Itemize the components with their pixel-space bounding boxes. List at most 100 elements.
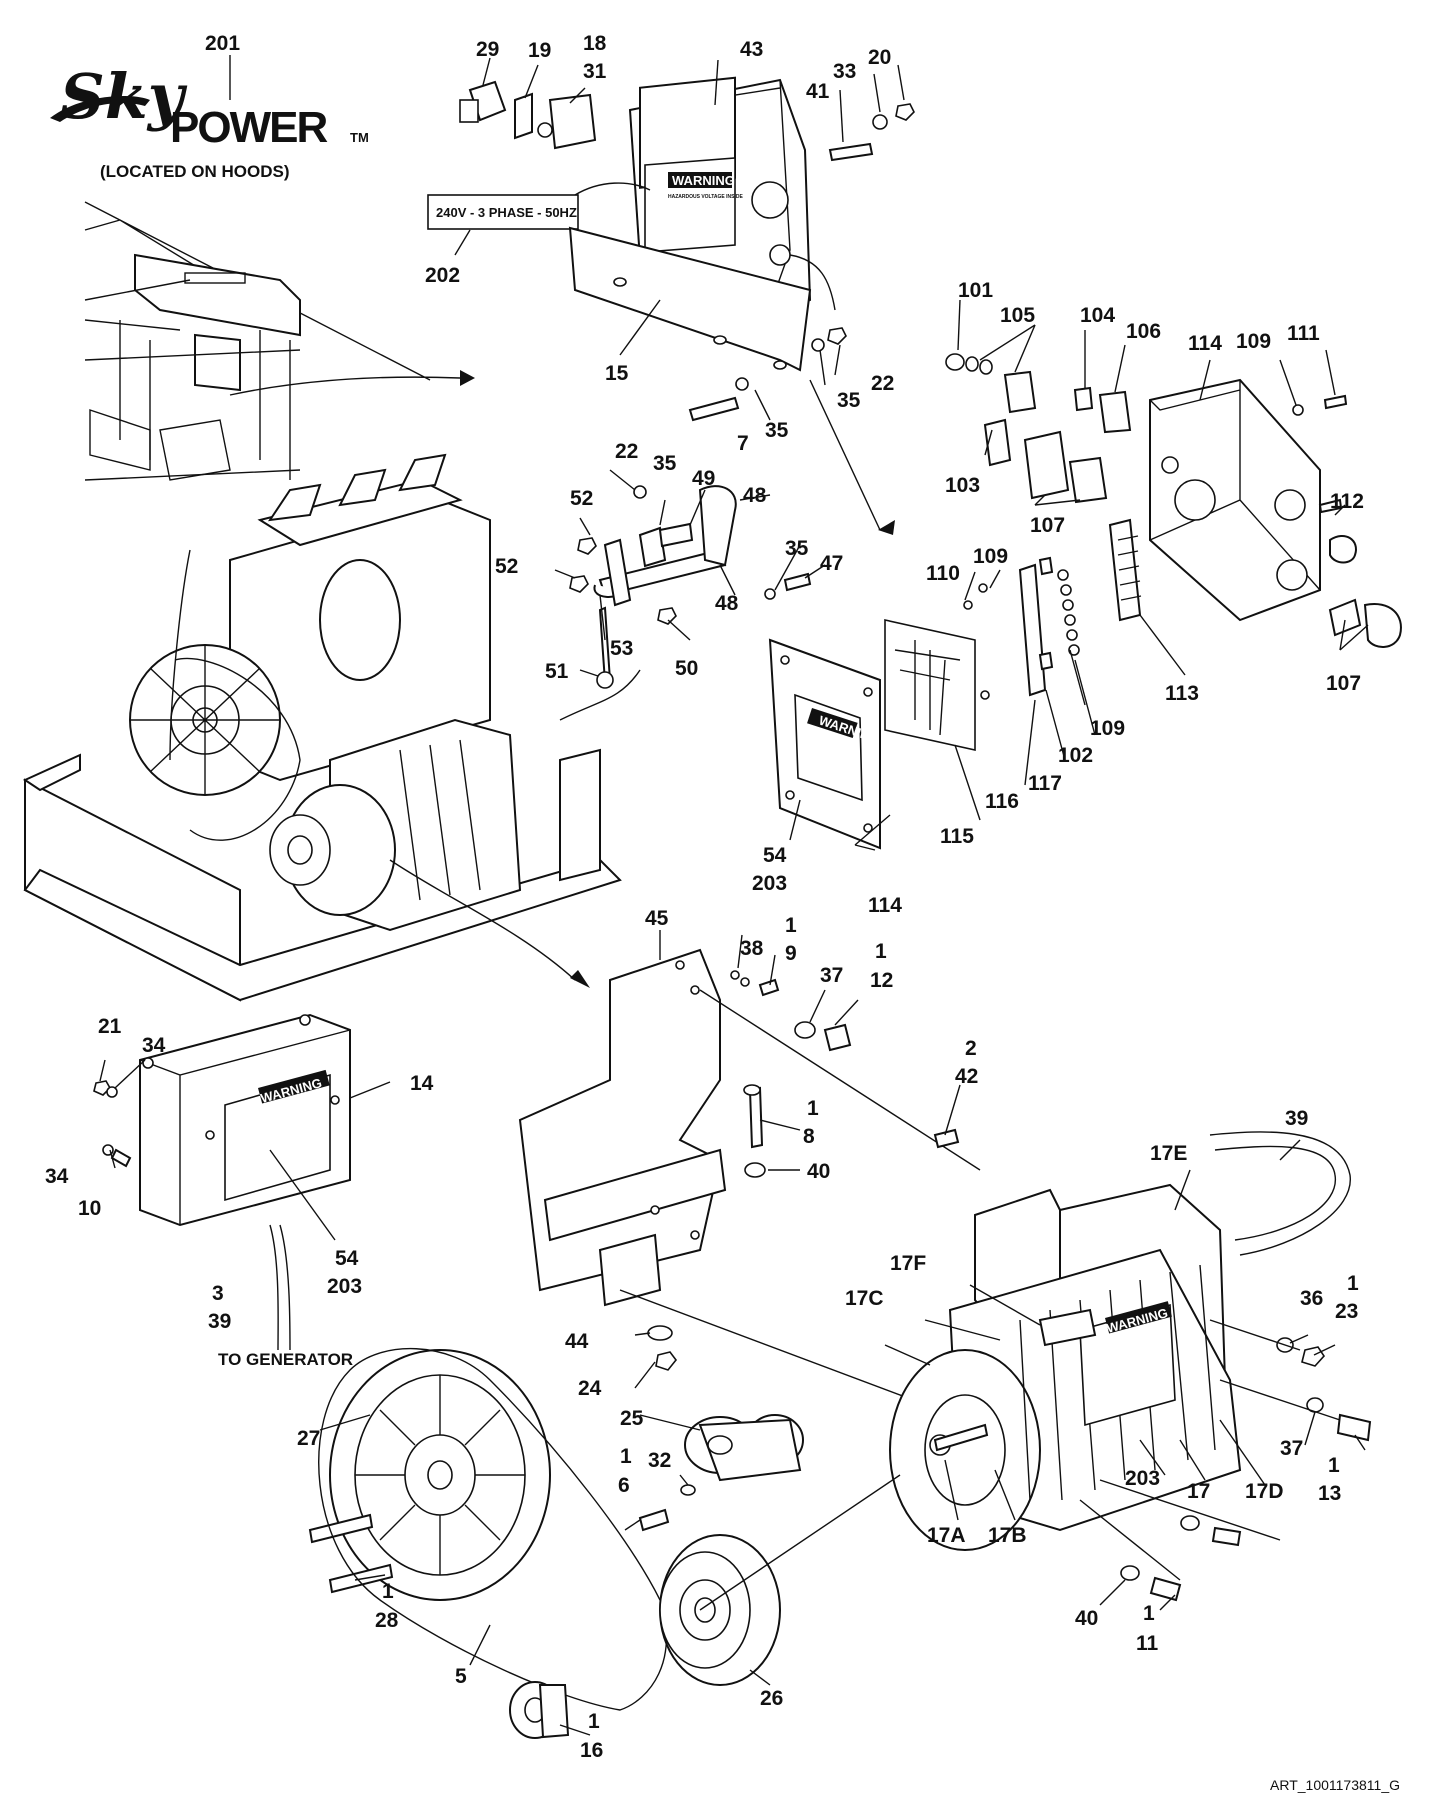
pulley-27 xyxy=(329,1349,551,1601)
callout-117: 117 xyxy=(1028,772,1062,795)
callout-17A: 17A xyxy=(927,1524,966,1547)
callout-1f: 1 xyxy=(1328,1454,1340,1477)
callout-22a: 22 xyxy=(871,372,894,395)
callout-51: 51 xyxy=(545,660,569,683)
callout-10: 10 xyxy=(78,1197,101,1220)
callout-17D: 17D xyxy=(1245,1480,1284,1503)
callout-54a: 54 xyxy=(763,844,787,867)
hub-16 xyxy=(509,1681,570,1739)
callout-17C: 17C xyxy=(845,1287,884,1310)
callout-42: 42 xyxy=(955,1065,978,1088)
callout-22b: 22 xyxy=(615,440,638,463)
callout-39a: 39 xyxy=(208,1310,231,1333)
logo-tm: TM xyxy=(350,130,369,145)
callout-52a: 52 xyxy=(570,487,593,510)
relay-bracket-29 xyxy=(459,80,507,123)
callout-11: 11 xyxy=(1136,1632,1159,1655)
callout-107b: 107 xyxy=(1326,672,1361,695)
callout-40b: 40 xyxy=(1075,1607,1098,1630)
callout-105: 105 xyxy=(1000,304,1035,327)
callout-29: 29 xyxy=(476,38,499,61)
callout-107a: 107 xyxy=(1030,514,1065,537)
callout-34a: 34 xyxy=(142,1034,166,1057)
callout-1b: 1 xyxy=(875,940,887,963)
callout-18: 18 xyxy=(583,32,607,55)
art-number: ART_1001173811_G xyxy=(1270,1777,1400,1793)
callout-9: 9 xyxy=(785,942,797,965)
callout-48b: 48 xyxy=(715,592,739,615)
terminal-parts xyxy=(963,556,1080,705)
callout-16: 16 xyxy=(580,1739,603,1762)
plate-19 xyxy=(514,92,533,140)
hardware-tensioner xyxy=(638,1484,696,1532)
callout-1h: 1 xyxy=(1143,1602,1155,1625)
callout-203b: 203 xyxy=(327,1275,362,1298)
callout-37b: 37 xyxy=(1280,1437,1303,1460)
callout-24: 24 xyxy=(578,1377,602,1400)
callout-114b: 114 xyxy=(868,894,902,917)
logo-location-caption: (LOCATED ON HOODS) xyxy=(100,162,290,181)
callout-116: 116 xyxy=(985,790,1019,813)
callout-35c: 35 xyxy=(653,452,677,475)
mount-brackets xyxy=(569,485,812,689)
callout-5: 5 xyxy=(455,1665,467,1688)
hardware-mid xyxy=(647,970,960,1371)
decal-202-text: 240V - 3 PHASE - 50HZ xyxy=(436,205,577,220)
callout-112: 112 xyxy=(1330,490,1364,513)
relay-18 xyxy=(537,93,597,150)
hose-39 xyxy=(1209,1131,1351,1256)
callout-113: 113 xyxy=(1165,682,1199,705)
callout-1i: 1 xyxy=(588,1710,600,1733)
callout-203a: 203 xyxy=(752,872,787,895)
callout-109a: 109 xyxy=(1236,330,1271,353)
callout-35b: 35 xyxy=(765,419,789,442)
callout-17F: 17F xyxy=(890,1252,926,1275)
callout-101: 101 xyxy=(958,279,993,302)
callout-19: 19 xyxy=(528,39,551,62)
callout-33: 33 xyxy=(833,60,856,83)
callout-25: 25 xyxy=(620,1407,644,1430)
callout-17: 17 xyxy=(1187,1480,1210,1503)
callout-109c: 109 xyxy=(1090,717,1125,740)
enclosure-114 xyxy=(1149,378,1402,648)
junction-box-14: WARNING xyxy=(139,1013,351,1351)
callout-8: 8 xyxy=(803,1125,815,1148)
callout-39b: 39 xyxy=(1285,1107,1308,1130)
to-generator-caption: TO GENERATOR xyxy=(218,1350,353,1369)
callout-3: 3 xyxy=(212,1282,224,1305)
warning-decal-box43: WARNING HAZARDOUS VOLTAGE INSIDE xyxy=(644,157,743,253)
callout-52b: 52 xyxy=(495,555,518,578)
engine-assembly xyxy=(22,453,641,1002)
generator-17: WARNING xyxy=(889,1183,1242,1551)
pulley-26 xyxy=(659,1474,901,1686)
callout-17B: 17B xyxy=(988,1524,1027,1547)
callout-35d: 35 xyxy=(785,537,809,560)
callout-1e: 1 xyxy=(620,1445,632,1468)
callout-26: 26 xyxy=(760,1687,783,1710)
callout-54b: 54 xyxy=(335,1247,359,1270)
callout-50: 50 xyxy=(675,657,698,680)
callout-38: 38 xyxy=(740,937,764,960)
svg-text:WARNING: WARNING xyxy=(672,173,735,188)
callout-28: 28 xyxy=(375,1609,399,1632)
callout-36: 36 xyxy=(1300,1287,1323,1310)
callout-14: 14 xyxy=(410,1072,434,1095)
terminal-block-113 xyxy=(1108,518,1142,622)
hardware-top xyxy=(688,103,915,535)
callout-labels: 201 29 19 18 31 43 33 20 41 202 15 35 22… xyxy=(45,32,1364,1762)
leader-lines xyxy=(99,57,1369,1736)
hood-inset xyxy=(84,201,475,481)
callout-34b: 34 xyxy=(45,1165,69,1188)
callout-44: 44 xyxy=(565,1330,589,1353)
hardware-gen xyxy=(1079,1319,1372,1602)
callout-109b: 109 xyxy=(973,545,1008,568)
callout-1c: 1 xyxy=(807,1097,819,1120)
callout-48a: 48 xyxy=(743,484,767,507)
callout-53: 53 xyxy=(610,637,633,660)
callout-12: 12 xyxy=(870,969,893,992)
callout-47: 47 xyxy=(820,552,843,575)
decal-202: 240V - 3 PHASE - 50HZ xyxy=(427,182,651,230)
bracket-15 xyxy=(568,226,812,372)
callout-1d: 1 xyxy=(1347,1272,1359,1295)
